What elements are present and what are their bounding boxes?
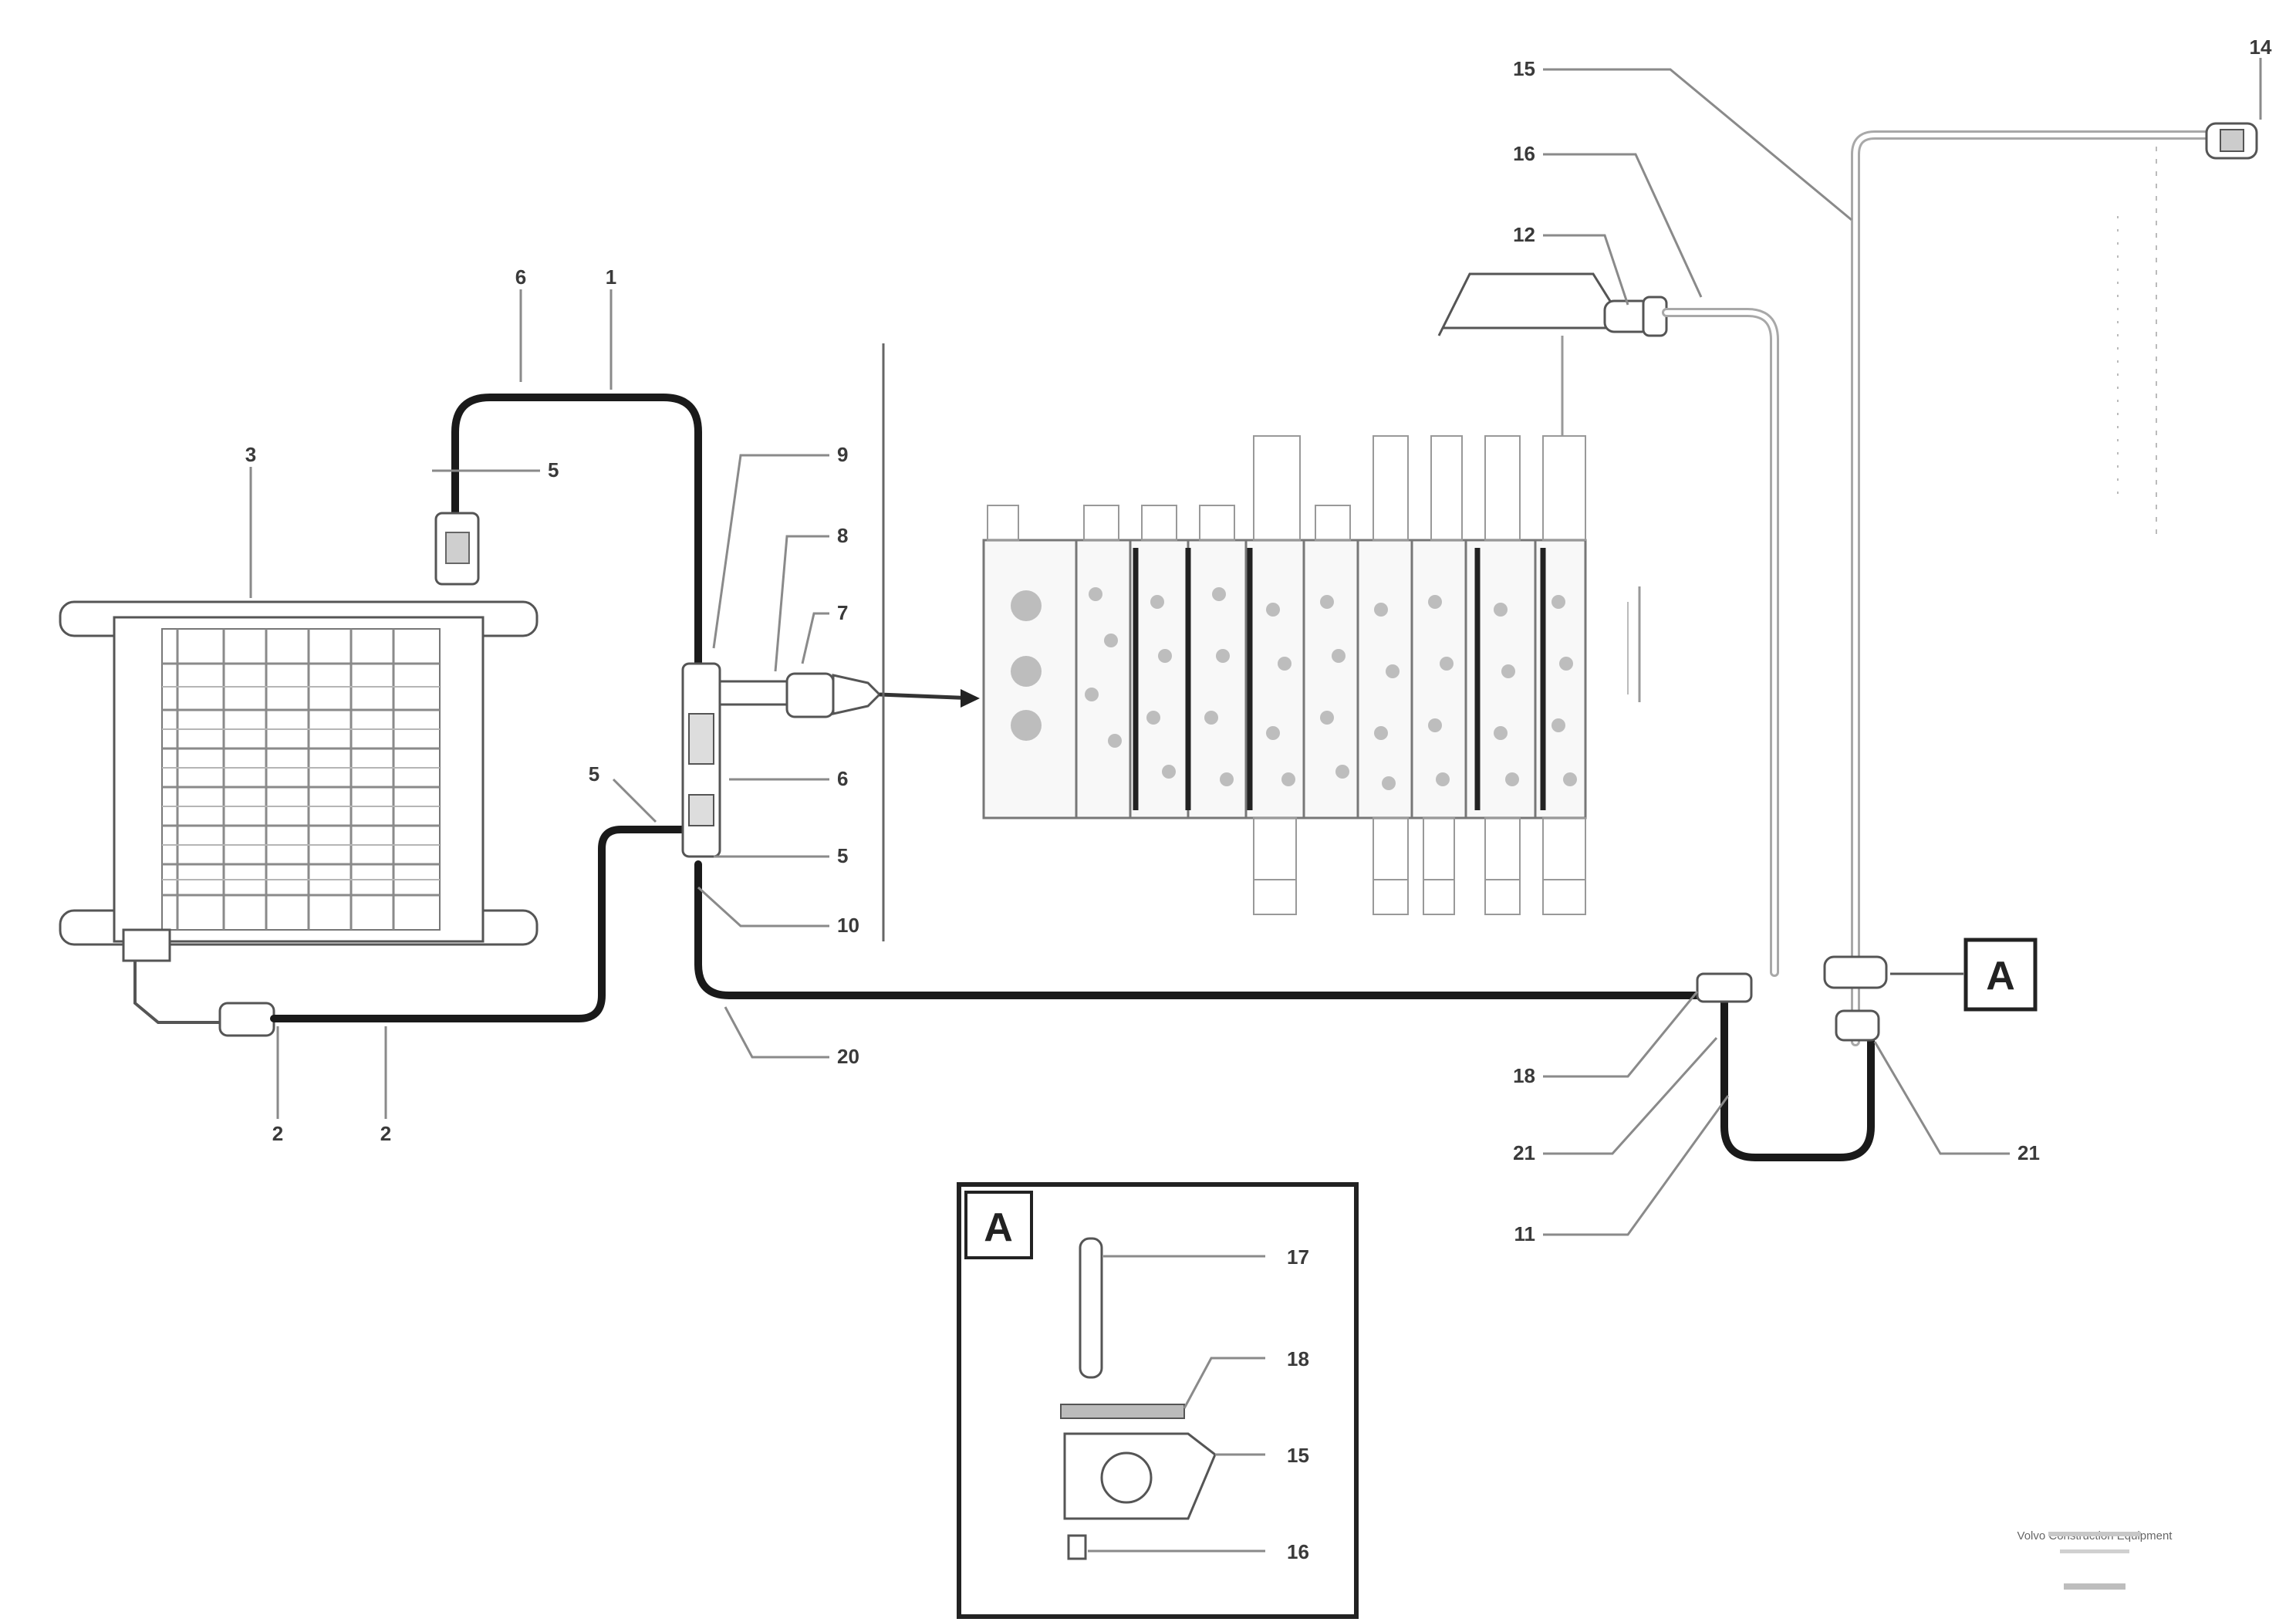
oil-cooler — [59, 600, 539, 1037]
callout-16: 16 — [1513, 142, 1535, 165]
callout-labels: 6 1 3 5 9 8 7 6 5 5 10 20 2 2 15 16 12 1… — [245, 35, 2272, 1245]
detail-letter: A — [984, 1205, 1013, 1250]
control-valve — [982, 435, 1641, 915]
view-reference-a: A — [1890, 938, 2038, 1012]
callout-top-left-b: 1 — [606, 265, 616, 289]
callout-top-left-a: 6 — [515, 265, 526, 289]
clamp-strip — [1060, 1404, 1185, 1419]
callout-valve-a: 6 — [837, 767, 848, 790]
callout-bottom-20: 20 — [837, 1045, 859, 1068]
callout-left-mid: 5 — [589, 762, 599, 786]
callout-12: 12 — [1513, 223, 1535, 246]
callout-valve-b: 5 — [837, 844, 848, 867]
nut — [1067, 1534, 1087, 1560]
callout-15: 15 — [1513, 57, 1535, 80]
callout-21b: 21 — [2017, 1141, 2040, 1164]
detail-label-17: 17 — [1287, 1245, 1309, 1269]
callout-bottom-10: 10 — [837, 914, 859, 937]
callout-21a: 21 — [1513, 1141, 1535, 1164]
bolt — [1079, 1237, 1103, 1379]
temperature-sensor — [2205, 122, 2258, 160]
callout-18: 18 — [1513, 1064, 1535, 1087]
detail-label-18: 18 — [1287, 1347, 1309, 1370]
callout-cooler: 3 — [245, 443, 256, 466]
guide-lines — [2117, 147, 2157, 540]
callout-bottom-2b: 2 — [380, 1122, 391, 1145]
callout-fitting-3: 7 — [837, 601, 848, 624]
view-ref-letter: A — [1986, 954, 2015, 999]
manifold-block — [681, 662, 980, 858]
filter-assembly — [1437, 272, 1668, 436]
hoses-light — [1662, 130, 2211, 1046]
detail-label-16: 16 — [1287, 1540, 1309, 1563]
drawing-stamp: Volvo Construction Equipment — [2017, 1529, 2173, 1590]
hoses-dark — [270, 394, 1709, 1022]
callout-bottom-2a: 2 — [272, 1122, 283, 1145]
lower-loop — [1696, 955, 1888, 1161]
leader-lines — [249, 58, 2262, 1236]
callout-fitting-1: 9 — [837, 443, 848, 466]
detail-label-15: 15 — [1287, 1444, 1309, 1467]
hose-end-fitting — [434, 512, 480, 586]
callout-11: 11 — [1514, 1222, 1536, 1245]
callout-14: 14 — [2250, 35, 2272, 59]
detail-view-a: A 17 18 15 16 — [957, 1182, 1359, 1619]
callout-hose-top: 5 — [548, 458, 559, 482]
callout-fitting-2: 8 — [837, 524, 848, 547]
